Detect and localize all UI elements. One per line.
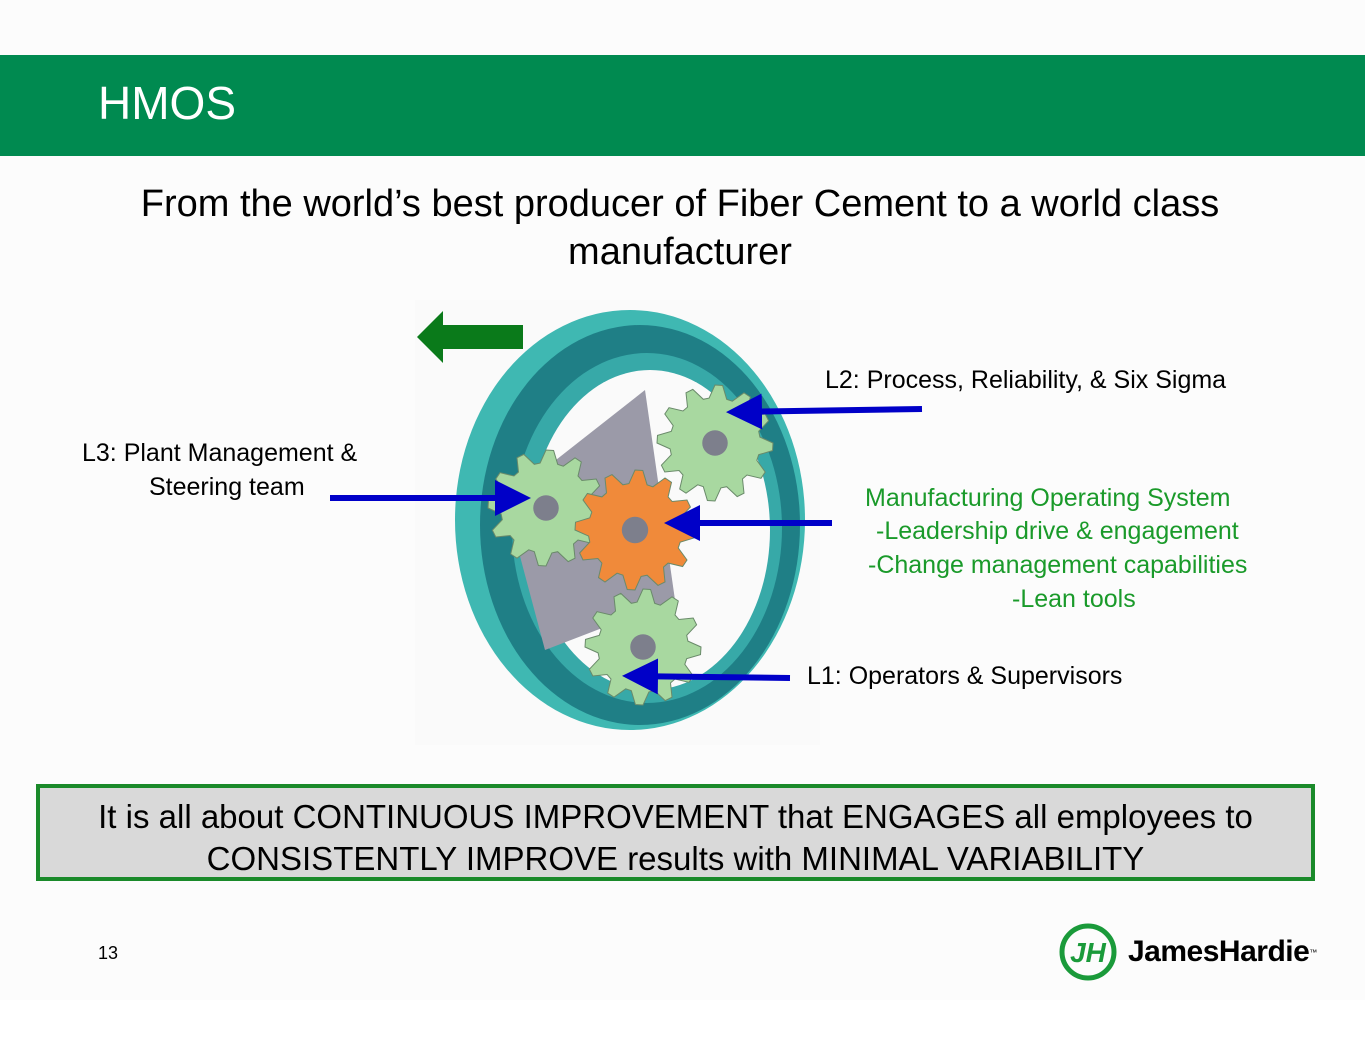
logo-text: JamesHardie: [1128, 935, 1310, 968]
sun-gear-hub: [621, 516, 649, 544]
label-l3-line2: Steering team: [149, 473, 305, 501]
label-l1: L1: Operators & Supervisors: [807, 662, 1123, 690]
title-banner: [0, 55, 1365, 156]
slide-title: HMOS: [98, 77, 236, 129]
svg-text:JH: JH: [1070, 937, 1107, 968]
callout-line-1: It is all about CONTINUOUS IMPROVEMENT t…: [98, 798, 1253, 835]
label-l2: L2: Process, Reliability, & Six Sigma: [825, 366, 1227, 394]
subtitle-line-1: From the world’s best producer of Fiber …: [140, 183, 1220, 225]
page-number: 13: [98, 943, 119, 963]
planet-gear-top-hub: [702, 430, 728, 456]
subtitle-line-2: manufacturer: [568, 231, 792, 273]
jh-logo-mark-icon: JH: [1059, 923, 1117, 981]
slide: HMOS From the world’s best producer of F…: [0, 55, 1365, 982]
callout-box: It is all about CONTINUOUS IMPROVEMENT t…: [36, 784, 1315, 881]
label-l3-line1: L3: Plant Management &: [82, 439, 358, 467]
slide-subtitle: From the world’s best producer of Fiber …: [60, 180, 1300, 276]
planet-gear-bottom-hub: [630, 634, 656, 660]
planetary-gear-diagram: [415, 300, 820, 745]
planet-gear-left-hub: [533, 495, 559, 521]
mos-item-1: -Leadership drive & engagement: [876, 517, 1239, 545]
mos-item-2: -Change management capabilities: [868, 551, 1248, 579]
logo-tm: ™: [1309, 947, 1318, 957]
mos-title: Manufacturing Operating System: [865, 484, 1231, 512]
mos-item-3: -Lean tools: [1012, 585, 1136, 613]
direction-arrow-icon: [417, 311, 523, 363]
callout-line-2: CONSISTENTLY IMPROVE results with MINIMA…: [206, 840, 1145, 877]
